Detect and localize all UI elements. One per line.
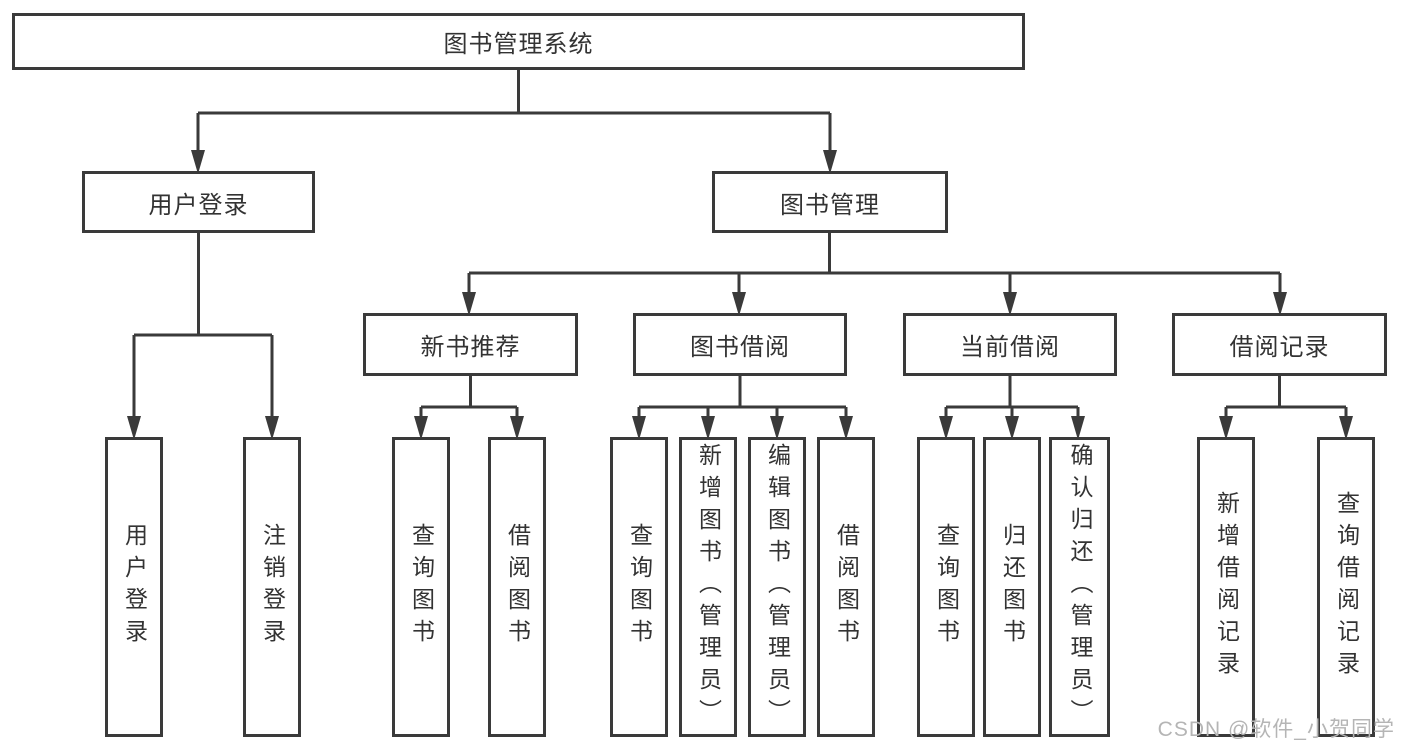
- leaf-query-books-3-label: 查询图书: [933, 523, 960, 651]
- leaf-add-book-admin: 新增图书（管理员）: [679, 437, 737, 737]
- leaf-add-borrow-record: 新增借阅记录: [1197, 437, 1255, 737]
- node-new-book-recommend-label: 新书推荐: [420, 334, 521, 361]
- node-root-library-system: 图书管理系统: [12, 13, 1025, 70]
- leaf-logout: 注销登录: [243, 437, 301, 737]
- node-user-login: 用户登录: [82, 171, 315, 233]
- node-current-borrow-label: 当前借阅: [960, 334, 1060, 361]
- leaf-query-borrow-record: 查询借阅记录: [1317, 437, 1375, 737]
- node-book-management: 图书管理: [712, 171, 948, 233]
- leaf-query-books-3: 查询图书: [917, 437, 975, 737]
- leaf-borrow-books-2: 借阅图书: [817, 437, 875, 737]
- leaf-add-borrow-record-label: 新增借阅记录: [1213, 491, 1240, 683]
- leaf-logout-label: 注销登录: [259, 523, 286, 651]
- node-root-label: 图书管理系统: [443, 31, 594, 58]
- node-borrow-record: 借阅记录: [1172, 313, 1387, 376]
- leaf-query-books-1-label: 查询图书: [408, 523, 435, 651]
- leaf-query-borrow-record-label: 查询借阅记录: [1333, 491, 1360, 683]
- leaf-edit-book-admin-label: 编辑图书（管理员）: [764, 443, 791, 731]
- leaf-user-login-label: 用户登录: [121, 523, 148, 651]
- leaf-query-books-1: 查询图书: [392, 437, 450, 737]
- node-user-login-label: 用户登录: [148, 191, 249, 219]
- leaf-edit-book-admin: 编辑图书（管理员）: [748, 437, 806, 737]
- leaf-return-book: 归还图书: [983, 437, 1041, 737]
- node-book-borrow: 图书借阅: [633, 313, 847, 376]
- leaf-return-book-label: 归还图书: [999, 523, 1026, 651]
- node-current-borrow: 当前借阅: [903, 313, 1117, 376]
- node-new-book-recommend: 新书推荐: [363, 313, 578, 376]
- leaf-borrow-books-1-label: 借阅图书: [504, 523, 531, 651]
- leaf-borrow-books-1: 借阅图书: [488, 437, 546, 737]
- leaf-borrow-books-2-label: 借阅图书: [833, 523, 860, 651]
- leaf-query-books-2-label: 查询图书: [626, 523, 653, 651]
- node-book-management-label: 图书管理: [780, 191, 880, 219]
- leaf-confirm-return-admin: 确认归还（管理员）: [1049, 437, 1110, 737]
- arrowheads: [127, 150, 1353, 440]
- csdn-watermark: CSDN @软件_小贺同学: [1157, 718, 1395, 741]
- leaf-confirm-return-admin-label: 确认归还（管理员）: [1067, 443, 1093, 731]
- node-book-borrow-label: 图书借阅: [690, 334, 790, 361]
- leaf-add-book-admin-label: 新增图书（管理员）: [695, 443, 722, 731]
- leaf-query-books-2: 查询图书: [610, 437, 668, 737]
- leaf-user-login: 用户登录: [105, 437, 163, 737]
- node-borrow-record-label: 借阅记录: [1229, 334, 1330, 361]
